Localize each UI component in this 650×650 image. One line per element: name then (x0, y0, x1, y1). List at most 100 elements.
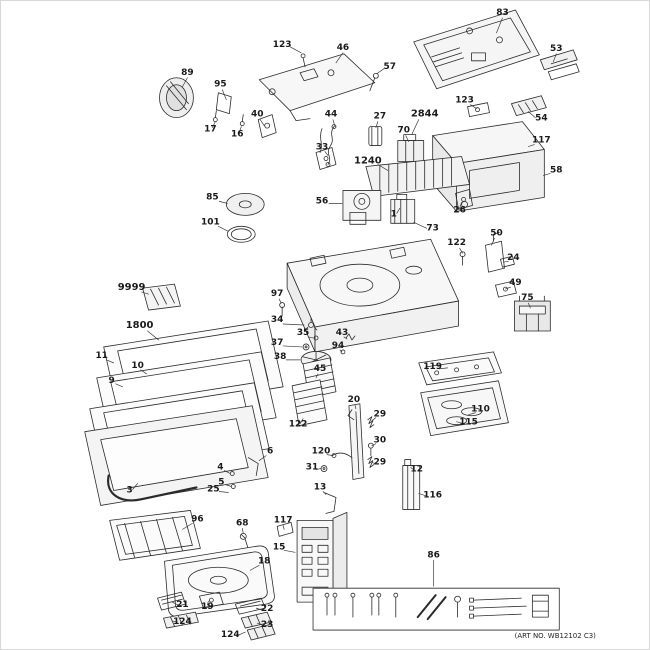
leader-line (223, 470, 231, 474)
spring-29-upper (367, 416, 375, 429)
washer-94 (340, 349, 346, 355)
leader-line (468, 412, 476, 416)
bracket-24 (500, 255, 515, 268)
part-label: 116 (423, 490, 442, 500)
washer-37 (302, 343, 310, 351)
leader-line (282, 525, 285, 530)
panel-119 (418, 351, 502, 386)
part-label: 122 (289, 420, 308, 430)
part-label: 57 (384, 62, 396, 72)
kit-screw-d (393, 592, 399, 618)
hardware-kit-box (312, 587, 560, 631)
part-label: 31 (306, 463, 318, 473)
cabinet-wrap (432, 121, 545, 212)
damper-54 (511, 95, 547, 117)
leader-line (491, 237, 495, 246)
screw-123-top (300, 53, 306, 68)
leader-line (147, 330, 159, 341)
heater-element-1240 (365, 156, 470, 197)
leader-line (172, 601, 179, 606)
part-label: 115 (459, 418, 478, 428)
leader-line (542, 173, 551, 176)
bracket-95 (215, 92, 232, 115)
leader-line (182, 523, 193, 530)
part-label: 120 (312, 447, 331, 457)
leader-line (221, 89, 227, 101)
part-label: 19 (201, 602, 213, 612)
part-label: 2844 (411, 109, 439, 120)
leader-line (241, 528, 244, 534)
part-label: 21 (176, 600, 188, 610)
part-label: 1800 (126, 320, 154, 331)
part-label: 75 (521, 293, 533, 303)
part-label: 35 (297, 328, 309, 338)
part-label: 97 (271, 289, 283, 299)
glass-tray-18 (164, 545, 275, 617)
bracket-49 (495, 280, 517, 298)
trim-124-left (163, 611, 199, 629)
leader-line (335, 52, 344, 64)
leader-line (255, 607, 263, 611)
leader-line (283, 549, 296, 553)
fan-bracket-40 (257, 114, 277, 138)
kit-screws-c (369, 592, 382, 616)
leader-line (322, 491, 327, 495)
kit-bolts-diagonal (416, 594, 447, 621)
leader-line (354, 404, 357, 410)
leader-line (343, 336, 348, 340)
trim-23 (240, 611, 272, 629)
door-panel-3 (84, 405, 269, 506)
part-label: 89 (181, 68, 193, 78)
transformer-70 (397, 134, 425, 162)
screw-122-right (459, 251, 466, 266)
kit-long-rods (469, 597, 527, 619)
part-label: 95 (214, 80, 226, 90)
part-label: 96 (191, 514, 203, 524)
base-plate-110-115 (420, 380, 509, 437)
leader-line (505, 286, 511, 290)
stirrer-disc-85 (225, 193, 265, 216)
part-label: 5 (218, 478, 224, 488)
wedge-9999 (142, 283, 181, 311)
kit-screw-b (350, 592, 356, 618)
part-label: 11 (95, 351, 107, 361)
leader-line (207, 600, 209, 606)
bracket-50 (485, 231, 505, 273)
part-label: 123 (455, 96, 474, 106)
leader-line (211, 121, 216, 128)
leader-line (282, 323, 305, 326)
part-label: 124 (173, 617, 192, 627)
trim-21 (157, 591, 186, 611)
part-label: 13 (314, 482, 326, 492)
part-label: 17 (204, 125, 216, 135)
part-label: 117 (532, 136, 551, 146)
part-label: 46 (337, 43, 349, 53)
transformer-75 (514, 295, 551, 332)
leader-line (238, 126, 242, 133)
leader-line (259, 119, 265, 126)
leader-line (315, 373, 319, 379)
art-number: (ART NO. WB12102 C3) (515, 632, 596, 640)
part-label: 27 (374, 112, 386, 122)
leader-line (218, 201, 228, 204)
kit-screws-a (324, 592, 338, 616)
part-label: 4 (217, 463, 223, 473)
leader-line (249, 564, 260, 571)
leader-line (459, 202, 462, 209)
leader-line (456, 421, 464, 425)
leader-line (528, 144, 535, 147)
trim-19 (198, 591, 224, 609)
part-label: 94 (332, 341, 344, 351)
leader-line (375, 121, 379, 128)
part-label: 1 (391, 209, 397, 219)
leader-line (503, 260, 509, 263)
part-label: 85 (206, 192, 218, 202)
part-label: 68 (236, 518, 248, 528)
leader-line (438, 367, 448, 370)
leader-line (326, 454, 334, 456)
top-vent-panel (413, 9, 540, 90)
screw-30 (367, 442, 374, 456)
part-label: 53 (550, 44, 562, 54)
leader-line (299, 418, 304, 425)
